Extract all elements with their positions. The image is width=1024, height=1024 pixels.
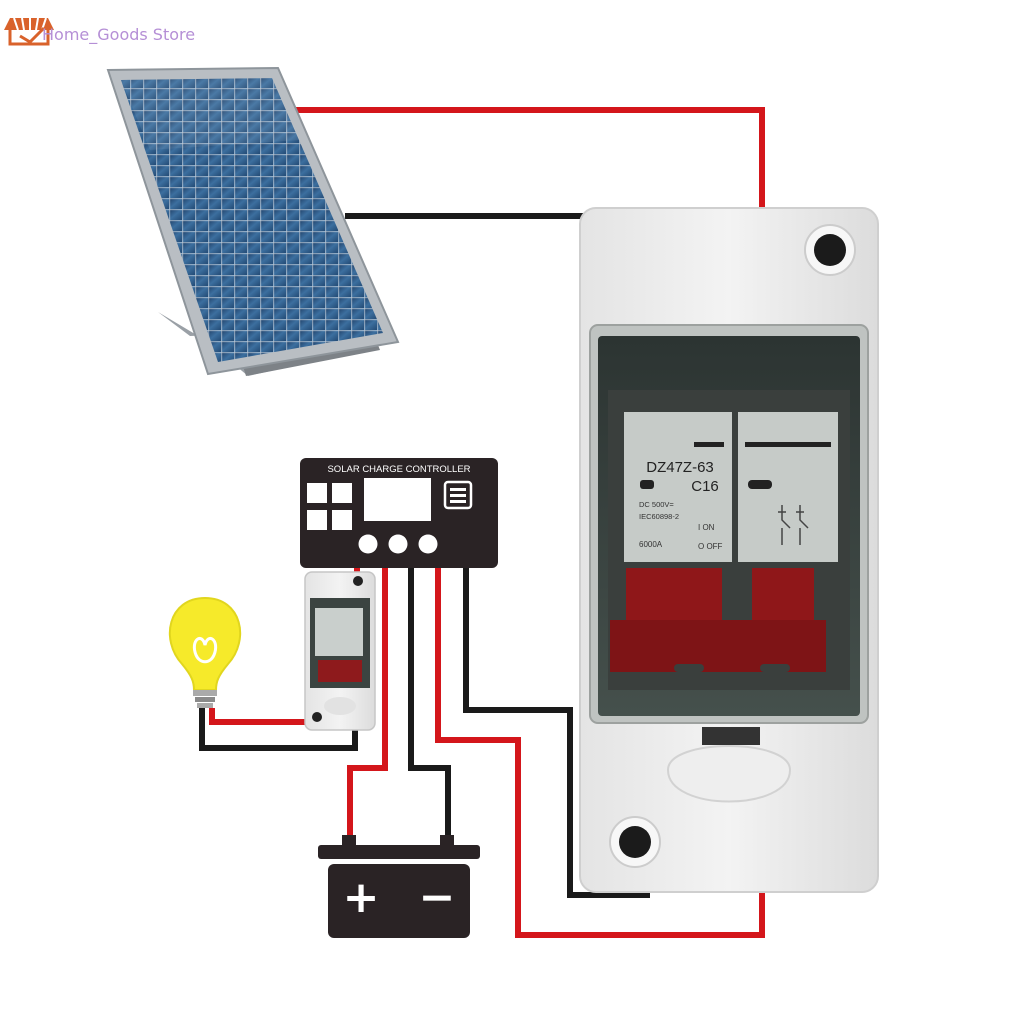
dc-breaker-icon: DZ47Z-63 C16 DC 500V= IEC60898-2 I ON O … (579, 207, 879, 893)
breaker-model: DZ47Z-63 (646, 459, 714, 476)
latch[interactable] (702, 727, 760, 745)
wire-battery-negative (408, 568, 451, 845)
controller-button-3[interactable] (418, 534, 438, 554)
battery-icon: + − (318, 835, 480, 938)
breaker-toggle-left[interactable] (626, 568, 722, 620)
controller-button-1[interactable] (358, 534, 378, 554)
wire-bulb-negative (199, 708, 358, 751)
solar-panel-icon (106, 66, 400, 376)
small-breaker-icon (304, 571, 376, 731)
menu-icon (443, 480, 473, 510)
breaker-toggle-right[interactable] (752, 568, 814, 620)
battery-positive-symbol: + (343, 872, 380, 923)
breaker-voltage: DC 500V= (639, 500, 674, 509)
breaker-standard: IEC60898-2 (639, 512, 679, 521)
shop-awning-icon (4, 17, 54, 46)
light-bulb-icon (168, 596, 242, 708)
breaker-capacity: 6000A (639, 540, 663, 549)
circuit-symbol-icon (778, 505, 809, 545)
battery-negative-symbol: − (419, 872, 456, 923)
charge-controller: SOLAR CHARGE CONTROLLER (300, 458, 498, 568)
controller-button-2[interactable] (388, 534, 408, 554)
wire-breaker-positive (435, 568, 765, 938)
controller-key-3[interactable] (307, 510, 327, 530)
wire-battery-positive (347, 568, 388, 845)
store-name: Home_Goods Store (42, 25, 195, 45)
breaker-on-label: I ON (698, 523, 715, 532)
wire-bulb-positive (209, 708, 307, 725)
breaker-off-label: O OFF (698, 542, 723, 551)
wire-panel-positive (290, 107, 765, 215)
controller-display (364, 478, 431, 521)
breaker-toggle-bar[interactable] (610, 620, 826, 672)
controller-key-2[interactable] (332, 483, 352, 503)
controller-key-1[interactable] (307, 483, 327, 503)
wires (199, 107, 765, 938)
controller-title: SOLAR CHARGE CONTROLLER (327, 464, 470, 475)
controller-key-4[interactable] (332, 510, 352, 530)
wire-breaker-negative (463, 568, 650, 898)
breaker-rating: C16 (691, 478, 719, 495)
